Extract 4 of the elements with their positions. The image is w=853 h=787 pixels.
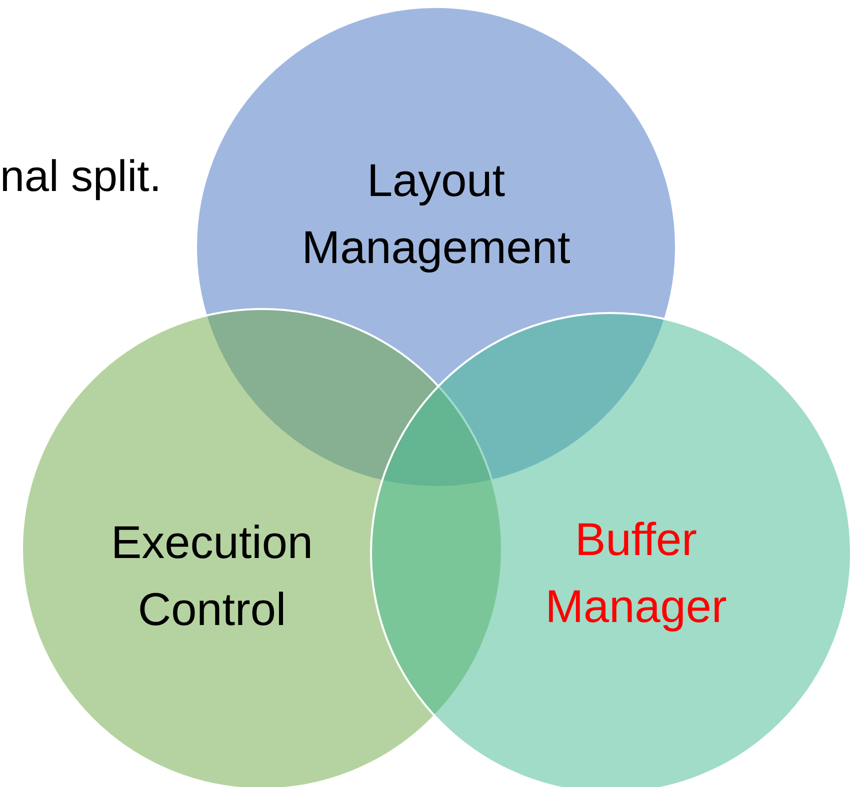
circle-label: Execution Control <box>110 515 314 637</box>
circle-label: Layout Management <box>300 153 572 275</box>
circle-label: Buffer Manager <box>544 512 728 634</box>
note-text: nal split. <box>0 152 162 202</box>
